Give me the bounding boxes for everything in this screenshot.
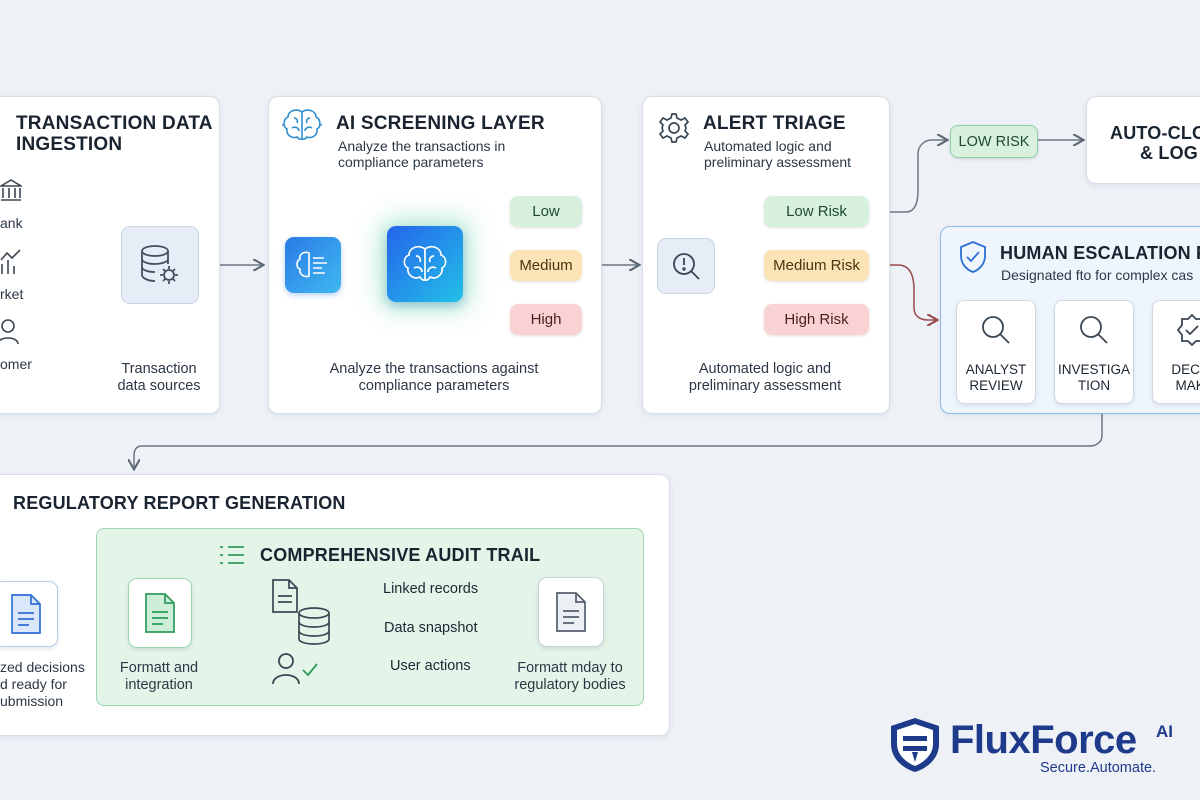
magnifier-icon (1077, 313, 1111, 352)
report-left-line3: ubmission (0, 693, 64, 709)
brand-name: FluxForce (950, 718, 1137, 762)
badge-check-icon (1175, 313, 1200, 352)
market-chart-icon (0, 248, 22, 281)
audit-trail-title: COMPREHENSIVE AUDIT TRAIL (260, 545, 541, 565)
screening-sub-line1: Analyze the transactions in (338, 138, 506, 154)
triage-sub-line2: preliminary assessment (704, 154, 852, 170)
link-linked-records: Linked records (383, 581, 479, 597)
auto-close-line2: & LOG (1140, 143, 1198, 163)
link-user-actions: User actions (390, 658, 471, 674)
brand-superscript: AI (1156, 722, 1173, 741)
checklist-icon (218, 543, 246, 572)
magnifier-alert-icon (657, 238, 715, 294)
escalation-step-analyst-review: ANALYST REVIEW (956, 300, 1036, 404)
screening-sub-line2: compliance parameters (338, 154, 484, 170)
source-customer-label: omer (0, 356, 32, 372)
document-green-icon (128, 578, 192, 648)
source-market-label: rket (0, 286, 24, 302)
step-label-line2: REVIEW (969, 378, 1023, 393)
escalation-step-investigation: INVESTIGA TION (1054, 300, 1134, 404)
screening-title: AI SCREENING LAYER (336, 113, 545, 134)
ingestion-caption-line2: data sources (117, 378, 201, 394)
triage-risk-medium: Medium Risk (764, 250, 869, 281)
auto-close-line1: AUTO-CLO (1110, 123, 1200, 143)
database-icon (296, 606, 332, 651)
user-check-icon (272, 652, 320, 691)
link-data-snapshot: Data snapshot (384, 620, 478, 636)
ingestion-title-line2: INGESTION (16, 134, 123, 155)
brain-icon (282, 108, 322, 147)
escalation-sub: Designated fto for complex cas (1001, 267, 1194, 283)
final-caption-line2: regulatory bodies (514, 677, 626, 693)
customer-icon (0, 318, 22, 351)
screening-risk-medium: Medium (510, 250, 582, 281)
escalation-title: HUMAN ESCALATION PA (1000, 243, 1200, 263)
report-left-line1: zed decisions (0, 659, 85, 675)
step-label-line2: MAKI (1175, 378, 1200, 393)
low-risk-pill: LOW RISK (950, 125, 1038, 158)
step-label-line1: INVESTIGA (1057, 362, 1130, 377)
ingestion-caption-line1: Transaction (121, 361, 197, 377)
step-label-line1: DECIS (1171, 362, 1200, 377)
document-icon (0, 581, 58, 647)
ai-brain-core-icon (387, 226, 463, 302)
step-label-line2: TION (1077, 378, 1111, 393)
final-document-icon (538, 577, 604, 647)
triage-sub-line1: Automated logic and (704, 138, 832, 154)
triage-caption-line2: preliminary assessment (688, 378, 842, 394)
triage-risk-high: High Risk (764, 304, 869, 335)
gear-icon (658, 112, 690, 149)
escalation-step-decision-making: DECIS MAKI (1152, 300, 1200, 404)
brand-tagline: Secure.Automate. (1040, 760, 1157, 776)
fluxforce-logo-icon (888, 716, 942, 779)
auto-close-card (1086, 96, 1200, 184)
file-icon (270, 578, 300, 619)
database-gear-icon (121, 226, 199, 304)
report-title: REGULATORY REPORT GENERATION (13, 493, 346, 513)
source-bank-label: ank (0, 215, 23, 231)
screening-risk-high: High (510, 304, 582, 335)
triage-risk-low: Low Risk (764, 196, 869, 227)
bank-icon (0, 178, 24, 209)
step-label-line1: ANALYST (965, 362, 1027, 377)
format-caption-line1: Formatt and (119, 660, 199, 676)
ingestion-title-line1: TRANSACTION DATA (16, 113, 213, 134)
screening-caption-line1: Analyze the transactions against (329, 361, 539, 377)
shield-check-icon (958, 240, 988, 279)
triage-caption-line1: Automated logic and (698, 361, 832, 377)
magnifier-icon (979, 313, 1013, 352)
screening-caption-line2: compliance parameters (358, 378, 510, 394)
screening-risk-low: Low (510, 196, 582, 227)
triage-title: ALERT TRIAGE (703, 113, 846, 134)
report-left-line2: d ready for (0, 676, 67, 692)
format-caption-line2: integration (125, 677, 193, 693)
ai-chip-icon (285, 237, 341, 293)
final-caption-line1: Formatt mday to (517, 660, 623, 676)
